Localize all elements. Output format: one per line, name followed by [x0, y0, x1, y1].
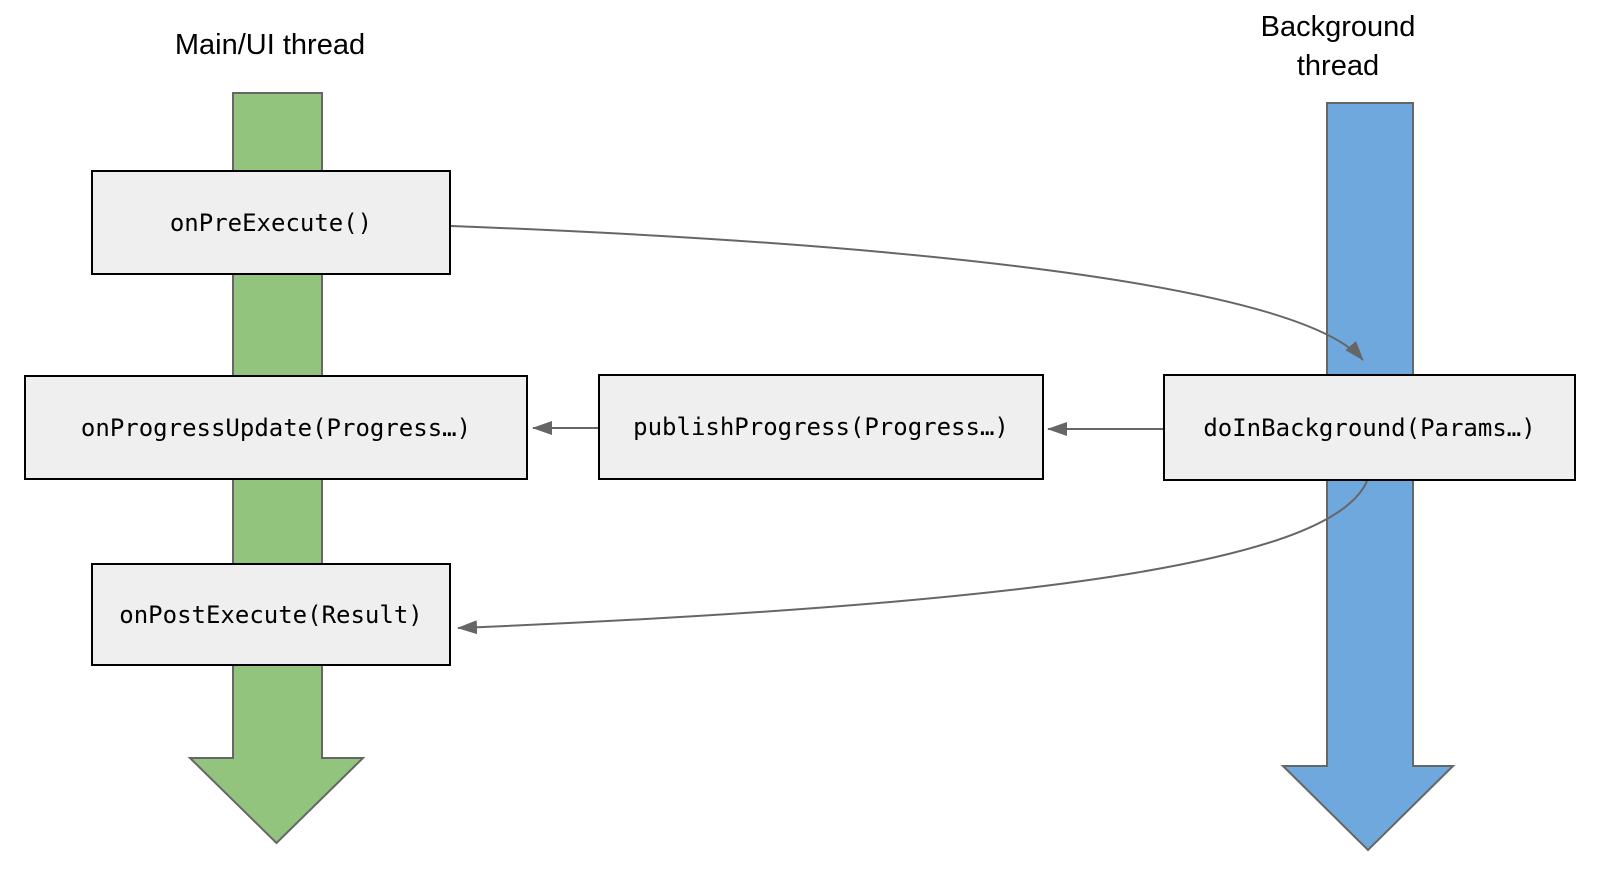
background-thread-label: Background thread [1260, 11, 1416, 83]
node-onpreexecute: onPreExecute() [91, 170, 451, 275]
edge-doinbackground-to-onpostexecute [457, 480, 1368, 635]
node-doinbackground: doInBackground(Params…) [1163, 374, 1576, 481]
edge-onpreexecute-to-doinbackground [450, 225, 1364, 361]
node-onpostexecute: onPostExecute(Result) [91, 563, 451, 666]
main-thread-label: Main/UI thread [174, 29, 366, 61]
node-onprogressupdate: onProgressUpdate(Progress…) [24, 375, 528, 480]
node-publishprogress: publishProgress(Progress…) [598, 374, 1044, 480]
